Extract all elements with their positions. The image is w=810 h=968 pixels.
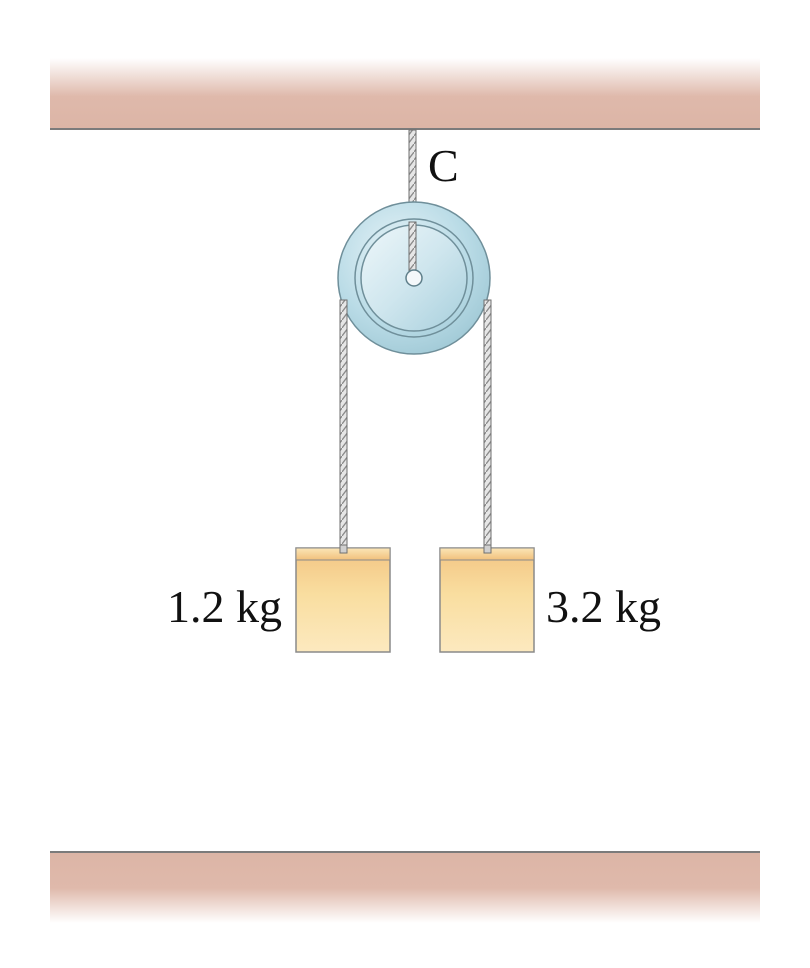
floor: [50, 851, 760, 923]
left-mass-block: [295, 544, 391, 653]
right-mass-block: [439, 544, 535, 653]
ceiling: [50, 58, 760, 130]
pulley-point-label: C: [428, 140, 459, 191]
right-mass-label: 3.2 kg: [546, 581, 661, 632]
left-mass-label: 1.2 kg: [167, 581, 282, 632]
axle-icon: [405, 269, 423, 287]
pulley: [337, 201, 491, 355]
right-rope: [483, 299, 492, 553]
left-rope: [339, 299, 348, 553]
